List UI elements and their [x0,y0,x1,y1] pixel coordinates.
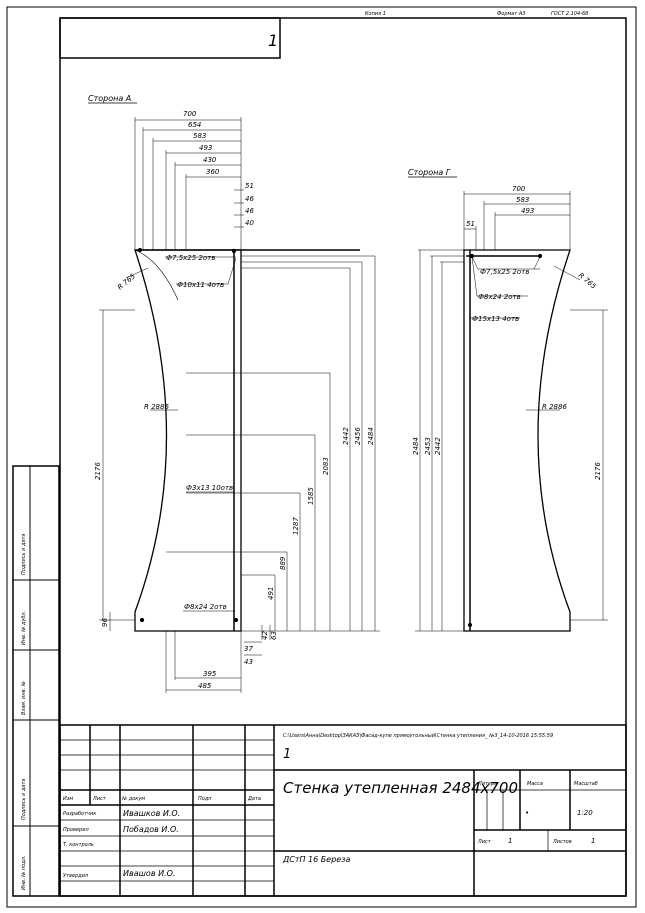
sheet-value: 1 [508,837,512,845]
col-sign: Подп [198,796,212,802]
dim-g-v-0: 2484 [412,437,420,455]
radius-a-big: R 2886 [144,403,169,411]
panel-a-outline [135,250,241,631]
hole-g-0: Ф7,5х25 2отв [480,268,529,276]
dim-a-r-0: 51 [245,182,254,190]
side-g-title: Сторона Г [408,168,451,177]
dim-a-bottom-left: 96 [101,618,109,627]
inner-frame [60,18,626,896]
dim-a-top-5: 360 [206,168,220,176]
file-path: C:\Users\Анна\Desktop\ЗАКАЗ\Фасад-купе п… [283,733,553,739]
title-block [60,725,626,896]
col-list: Лист [92,796,107,802]
sheet-label: Лист [477,839,492,845]
dim-a-b-0: 395 [203,670,217,678]
dim-g-top-1: 583 [516,196,529,204]
outer-border [7,7,636,907]
scale-value: 1:20 [577,809,593,817]
dim-a-v-3: 2083 [322,457,330,475]
file-page: 1 [283,747,291,762]
hole-a-2: Ф3х13 10отв [186,484,233,492]
dim-a-br-0: 63 [270,631,278,640]
dim-a-b-1: 485 [198,682,212,690]
hole-a-3: Ф8х24 2отв [184,603,227,611]
role-2: Т. контроль [63,842,94,848]
hole-a-0: Ф7,5х25 2отв [166,254,215,262]
person-1: Побадов И.О. [123,825,179,834]
dim-a-top-0: 700 [183,110,197,118]
stamp-1: Инв. № дубл. [21,611,27,645]
hole-g-1: Ф8х24 2отв [478,293,521,301]
dim-a-v-5: 1287 [292,517,300,535]
dim-a-br-2: 37 [244,645,253,653]
dim-a-r-2: 46 [245,207,254,215]
standard-label: ГОСТ 2.104-68 [551,11,588,17]
role-1: Проверил [63,827,89,833]
dim-a-br-1: 42 [261,631,269,640]
side-a-title: Сторона А [88,94,131,103]
corner-box [60,18,280,58]
dim-a-r-1: 46 [245,195,254,203]
side-stamp: Подпись и дата Инв. № дубл. Взам. инв. №… [13,466,59,896]
role-0: Разработчик [63,811,96,817]
view-side-a: Сторона А [88,94,380,693]
person-0: Ивашков И.О. [123,809,180,818]
dim-a-v-2: 2442 [342,427,350,445]
dim-a-left-height: 2176 [94,462,102,480]
format-label: Формат А3 [497,11,525,17]
dim-g-right-height: 2176 [594,462,602,480]
dim-a-top-3: 493 [199,144,212,152]
dim-g-v-2: 2442 [434,437,442,455]
side-g-labels: 700 583 493 51 Ф7,5х25 2отв Ф8х24 2отв Ф… [412,185,602,480]
radius-a-small: R 765 [116,272,137,292]
dim-a-br-3: 43 [244,658,253,666]
lit-label: Литера [477,781,497,787]
panel-g-outline [464,250,570,631]
dim-a-top-2: 583 [193,132,206,140]
scale-label: Масштаб [574,781,598,787]
col-izm: Изм [63,796,73,802]
dim-g-v-1: 2453 [424,437,432,455]
side-a-labels: 700 654 583 493 430 360 51 46 46 40 Ф7,5… [94,110,375,690]
dim-g-top-2: 493 [521,207,534,215]
sheets-value: 1 [591,837,595,845]
title-block-text: C:\Users\Анна\Desktop\ЗАКАЗ\Фасад-купе п… [63,733,598,879]
dim-a-v-4: 1585 [307,487,315,505]
person-3: Ивашов И.О. [123,869,175,878]
dim-a-v-1: 2456 [354,427,362,445]
corner-mark: 1 [268,31,278,50]
sheets-label: Листов [552,839,572,845]
stamp-0: Подпись и дата [21,534,27,575]
stamp-4: Инв. № подл. [21,856,27,891]
radius-g-big: R 2886 [542,403,567,411]
stamp-2: Взам. инв. № [21,681,27,715]
dim-g-top-0: 700 [512,185,526,193]
hole-a-1: Ф10х11 4отв [177,281,224,289]
dim-a-v-0: 2484 [367,427,375,445]
view-side-g: Сторона Г [408,168,608,631]
drawing-title: Стенка утепленная 2484х700 [283,779,518,797]
role-3: Утвердил [63,873,89,879]
stamp-3: Подпись и дата [21,779,27,820]
col-doc: № докум [121,796,145,802]
mass-label: Масса [527,781,543,787]
dim-a-r-3: 40 [245,219,254,227]
col-date: Дата [247,796,261,802]
copy-label: Копия 1 [365,11,386,17]
hole-g-2: Ф15х13 4отв [472,315,519,323]
dim-a-top-1: 654 [188,121,201,129]
mass-value: • [525,809,529,817]
radius-g-small: R 765 [577,271,598,291]
dim-g-top-3: 51 [466,220,475,228]
drawing-material: ДСтП 16 Береза [282,855,350,864]
dim-a-top-4: 430 [203,156,217,164]
dim-a-v-7: 491 [267,587,275,600]
dim-a-v-6: 889 [279,556,287,570]
